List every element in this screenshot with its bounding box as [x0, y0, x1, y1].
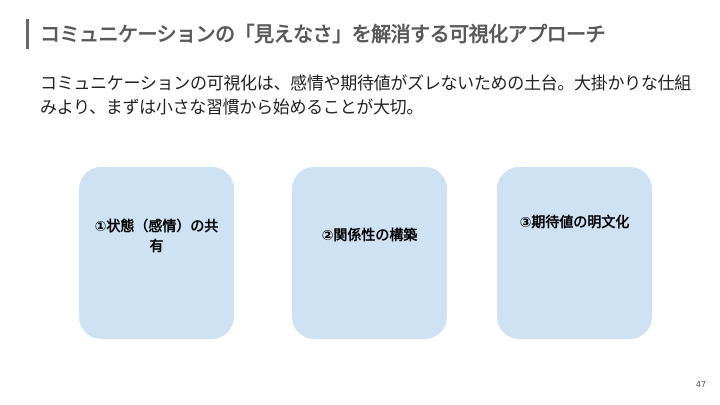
card-relationship-building: ②関係性の構築 — [292, 167, 447, 339]
slide-title: コミュニケーションの「見えなさ」を解消する可視化アプローチ — [40, 22, 606, 46]
card-expectation-clarification: ③期待値の明文化 — [497, 167, 652, 339]
card-label: ③期待値の明文化 — [519, 215, 630, 231]
card-label: ②関係性の構築 — [321, 228, 418, 244]
card-label: ①状態（感情）の共有 — [94, 219, 219, 255]
page-number: 47 — [695, 380, 706, 389]
slide-body-text: コミュニケーションの可視化は、感情や期待値がズレないための土台。大掛かりな仕組み… — [40, 74, 691, 118]
title-accent-bar — [26, 19, 29, 49]
card-state-sharing: ①状態（感情）の共有 — [79, 167, 234, 339]
